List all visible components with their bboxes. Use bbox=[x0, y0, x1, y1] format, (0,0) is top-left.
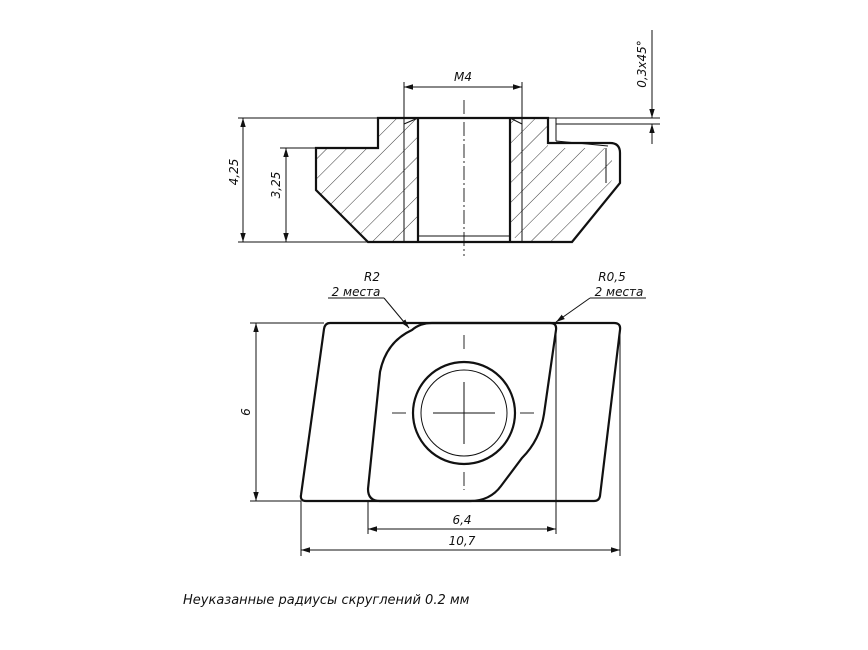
radius-right-qty: 2 места bbox=[595, 285, 644, 299]
drawing-note: Неуказанные радиусы скруглений 0.2 мм bbox=[183, 593, 470, 608]
radius-right-value: R0,5 bbox=[598, 270, 625, 284]
height-lower-label: 3,25 bbox=[269, 172, 283, 199]
radius-left-value: R2 bbox=[364, 270, 380, 284]
plan-view: R2 2 места R0,5 2 места 6 6,4 10,7 bbox=[239, 270, 646, 556]
plan-outer-outline bbox=[299, 321, 622, 503]
r05-leader bbox=[555, 297, 591, 323]
width-inner-label: 6,4 bbox=[452, 513, 471, 527]
section-view: M4 0,3x45° 4,25 3,25 bbox=[227, 30, 660, 256]
thread-label: M4 bbox=[454, 70, 472, 84]
section-outline bbox=[314, 116, 622, 244]
height-total-label: 4,25 bbox=[227, 159, 241, 186]
chamfer-left bbox=[403, 117, 419, 125]
radius-left-qty: 2 места bbox=[332, 285, 381, 299]
section-left-hatch bbox=[316, 118, 418, 242]
thread-inner-circle bbox=[420, 369, 508, 457]
section-right-hatch bbox=[510, 118, 612, 242]
chamfer-right bbox=[509, 117, 523, 125]
width-total-label: 10,7 bbox=[449, 534, 476, 548]
thread-outer-circle bbox=[411, 360, 517, 466]
flange-top-line bbox=[555, 140, 609, 147]
plan-inner-outline bbox=[366, 321, 558, 503]
chamfer-label: 0,3x45° bbox=[635, 40, 649, 87]
r2-leader bbox=[383, 297, 410, 329]
height-label: 6 bbox=[239, 408, 253, 416]
